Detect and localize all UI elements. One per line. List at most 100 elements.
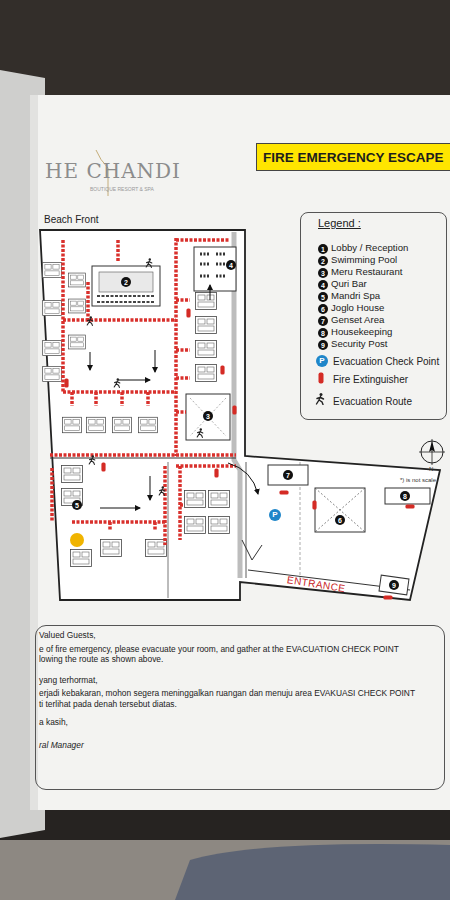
map-drawing bbox=[90, 352, 91, 370]
callout-number: 8 bbox=[400, 491, 410, 501]
title-text: FIRE EMERGENCY ESCAPE bbox=[263, 150, 444, 165]
notice-text: ral Manager bbox=[39, 740, 438, 751]
map-drawing bbox=[87, 316, 93, 325]
map-drawing bbox=[246, 462, 247, 578]
map-drawing bbox=[71, 550, 92, 567]
callout-number: 9 bbox=[318, 340, 328, 350]
map-drawing bbox=[112, 417, 131, 432]
callout-number: 2 bbox=[121, 277, 131, 287]
map-drawing bbox=[214, 468, 218, 477]
checkpoint-marker: P bbox=[269, 509, 281, 521]
map-drawing bbox=[220, 365, 224, 374]
map-drawing bbox=[68, 335, 85, 349]
callout-number: 1 bbox=[318, 244, 328, 254]
map-drawing bbox=[43, 366, 62, 381]
legend-text: Lobby / Reception bbox=[331, 242, 408, 253]
message-box: Valued Guests,e of fire emergency, pleas… bbox=[35, 625, 445, 790]
map-drawing bbox=[90, 285, 258, 508]
map-drawing bbox=[429, 441, 435, 452]
map-drawing bbox=[116, 240, 120, 262]
map-drawing bbox=[209, 491, 230, 508]
notice-text: erjadi kebakaran, mohon segera meninggal… bbox=[39, 688, 438, 699]
callout-number: 9 bbox=[389, 580, 399, 590]
map-label: N bbox=[429, 466, 433, 473]
map-drawing bbox=[70, 533, 84, 547]
map-drawing bbox=[312, 500, 316, 509]
map-label: *) is not scale bbox=[400, 477, 436, 484]
notice-text: ti terlihat pada denah tersebut diatas. bbox=[39, 699, 438, 710]
map-drawing bbox=[92, 266, 160, 306]
legend-text: Evacuation Route bbox=[333, 396, 412, 408]
legend-text: Swimming Pool bbox=[331, 254, 397, 265]
map-drawing bbox=[159, 486, 165, 495]
map-drawing bbox=[383, 595, 392, 599]
callout-number: 7 bbox=[283, 470, 293, 480]
map-drawing bbox=[176, 238, 230, 242]
map-drawing bbox=[50, 457, 236, 458]
map-drawing bbox=[43, 300, 62, 315]
map-drawing bbox=[68, 299, 85, 313]
map-drawing bbox=[61, 240, 65, 392]
map-drawing bbox=[174, 238, 178, 456]
map-drawing bbox=[86, 282, 90, 320]
map-drawing bbox=[64, 378, 68, 387]
map-drawing bbox=[50, 468, 54, 522]
callout-number: 4 bbox=[226, 260, 236, 270]
notice-text: Valued Guests, bbox=[39, 630, 438, 641]
map-drawing bbox=[50, 238, 236, 545]
map-drawing bbox=[190, 398, 226, 436]
callout-number: 5 bbox=[72, 500, 82, 510]
map-drawing bbox=[186, 394, 230, 440]
map-drawing bbox=[185, 491, 206, 508]
legend-text: Genset Area bbox=[331, 314, 384, 325]
map-drawing bbox=[228, 463, 258, 494]
map-drawing bbox=[379, 575, 409, 595]
map-drawing bbox=[101, 462, 105, 471]
map-drawing bbox=[110, 522, 155, 530]
legend-text: Mandri Spa bbox=[331, 290, 380, 301]
map-drawing bbox=[97, 296, 155, 302]
map-drawing bbox=[72, 392, 148, 406]
map-drawing bbox=[155, 350, 156, 372]
callout-number: 6 bbox=[318, 304, 328, 314]
map-drawing bbox=[176, 464, 236, 468]
map-drawing bbox=[30, 95, 450, 810]
map-drawing bbox=[118, 380, 150, 381]
map-drawing bbox=[176, 412, 186, 505]
notice-text: lowing the route as shown above. bbox=[39, 654, 438, 665]
legend-text: Joglo House bbox=[331, 302, 384, 313]
map-drawing bbox=[210, 285, 211, 300]
map-drawing bbox=[150, 476, 151, 500]
map-drawing bbox=[63, 318, 176, 322]
map-drawing bbox=[168, 462, 169, 598]
map-drawing bbox=[62, 417, 81, 432]
map-drawing bbox=[279, 490, 288, 494]
legend-text: Security Post bbox=[331, 338, 388, 349]
map-drawing bbox=[101, 540, 122, 557]
map-label: BOUTIQUE RESORT & SPA bbox=[90, 187, 154, 193]
callout-number: 3 bbox=[203, 411, 213, 421]
map-drawing bbox=[99, 272, 153, 292]
map-drawing bbox=[89, 455, 95, 464]
map-drawing bbox=[186, 308, 190, 317]
map-drawing bbox=[317, 393, 324, 404]
map-drawing bbox=[163, 466, 167, 545]
map-drawing bbox=[146, 258, 152, 267]
legend-text: Quri Bar bbox=[331, 278, 367, 289]
callout-number: 6 bbox=[335, 515, 345, 525]
notice-text: yang terhormat, bbox=[39, 675, 438, 686]
logo-text: HE CHANDI bbox=[45, 160, 181, 183]
map-drawing bbox=[319, 373, 324, 384]
map-drawing bbox=[62, 466, 83, 483]
map-drawing bbox=[419, 439, 445, 465]
map-drawing bbox=[114, 378, 120, 387]
map-drawing bbox=[63, 390, 176, 394]
map-drawing bbox=[146, 540, 167, 557]
map-drawing bbox=[40, 230, 440, 600]
map-drawing bbox=[0, 805, 450, 840]
map-drawing bbox=[232, 405, 236, 414]
map-drawing bbox=[185, 517, 206, 534]
map-drawing bbox=[43, 340, 62, 355]
